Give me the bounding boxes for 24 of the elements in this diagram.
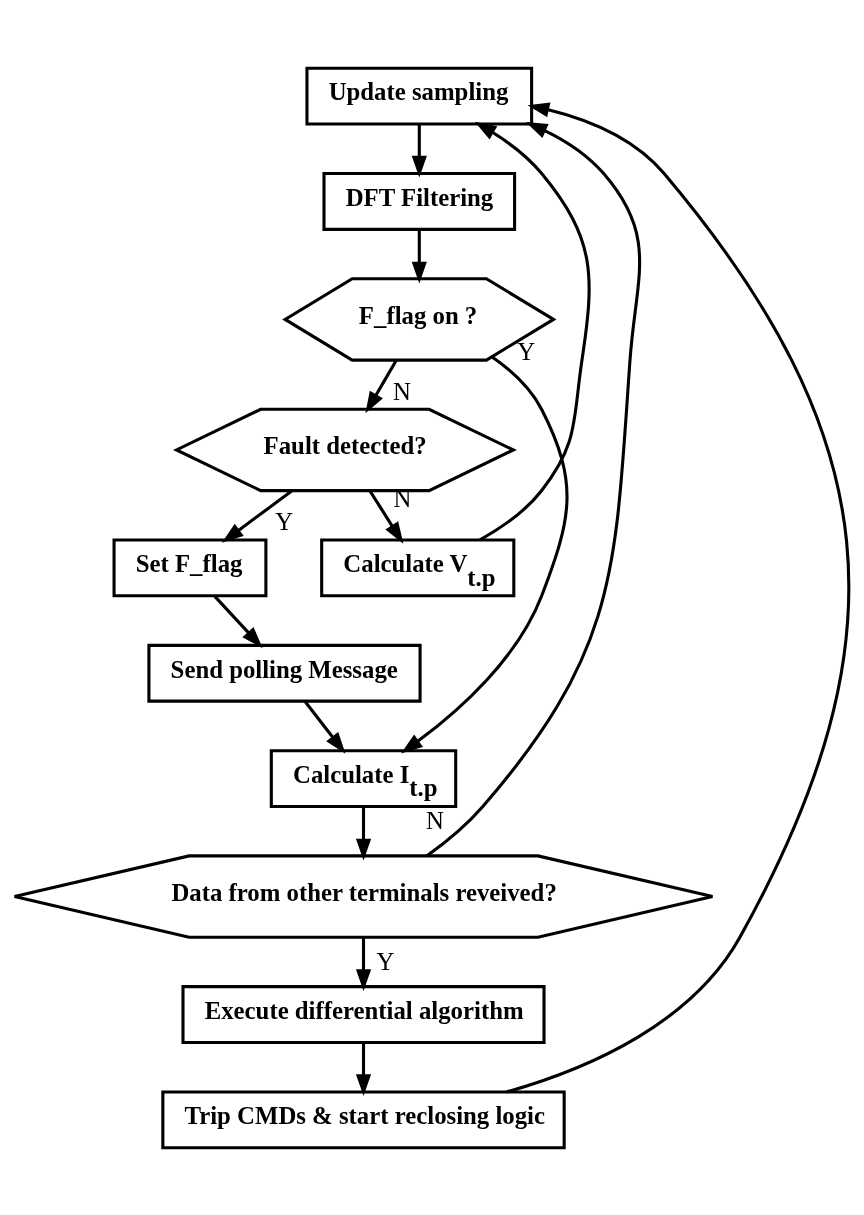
arrow <box>411 229 427 283</box>
arrow <box>355 937 372 991</box>
arrow <box>365 359 398 413</box>
arrow <box>304 700 346 754</box>
edge-label: N <box>392 377 411 405</box>
edge-label: N <box>425 806 444 834</box>
node-box: Set F_flag <box>112 537 268 597</box>
edge-label: Y <box>275 507 294 535</box>
node-box: Update sampling <box>305 66 534 126</box>
arrow <box>425 121 641 857</box>
arrow <box>505 101 851 1093</box>
node-box: Execute differential algorithm <box>181 984 546 1044</box>
edge-label: Y <box>376 947 395 975</box>
arrow <box>355 1042 372 1096</box>
arrow <box>401 355 569 753</box>
arrow <box>411 124 427 178</box>
node-box: Trip CMDs & start reclosing logic <box>161 1089 566 1149</box>
arrow <box>355 806 372 861</box>
arrow <box>368 489 404 544</box>
node-box: Send polling Message <box>147 643 422 703</box>
edge-label: Y <box>517 337 536 365</box>
node-box: DFT Filtering <box>322 171 517 231</box>
arrow <box>474 121 591 541</box>
arrow <box>213 594 263 648</box>
